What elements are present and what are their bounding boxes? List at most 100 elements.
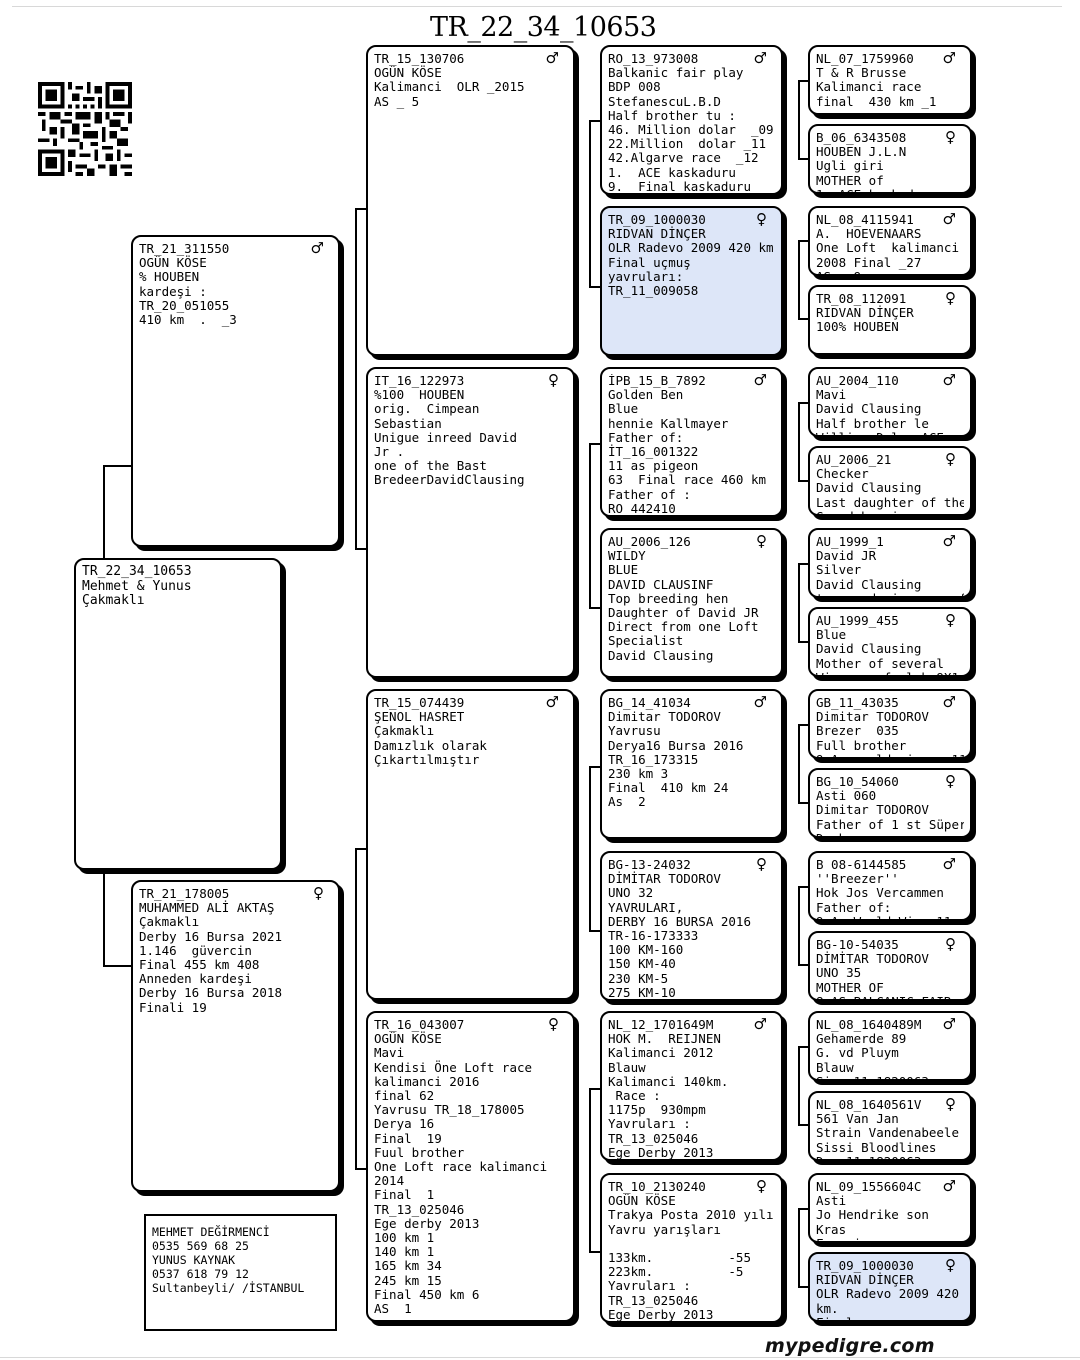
pedigree-card-ggp-4[interactable]: AU_2006_126 WILDY BLUE DAVID CLAUSINF To… <box>600 528 783 678</box>
connector-line <box>103 872 105 966</box>
connector-line <box>798 886 800 966</box>
connector-line <box>589 766 591 932</box>
card-text: NL_08_1640489M Gehamerde 89 G. vd Pluym … <box>816 1018 936 1079</box>
pedigree-card-ggp-5[interactable]: BG_14_41034 Dimitar TODOROV Yavrusu Dery… <box>600 689 783 839</box>
card-text: NL_09_1556604C Asti Jo Hendrike son Kras… <box>816 1180 929 1241</box>
pedigree-card-g5-11[interactable]: B 08-6144585 ''Breezer'' Hok Jos Vercamm… <box>808 851 972 921</box>
pedigree-card-g5-2[interactable]: B_06_6343508 HOUBEN J.L.N Ugli giri MOTH… <box>808 124 972 194</box>
qr-code-icon <box>38 82 132 176</box>
pedigree-card-ggp-3[interactable]: İPB_15_B_7892 Golden Ben Blue hennie Kal… <box>600 367 783 517</box>
card-text: NL_08_4115941 A. HOEVENAARS One Loft kal… <box>816 213 959 274</box>
card-text: TR_09_1000030 RIDVAN DİNÇER OLR Radevo 2… <box>608 213 775 299</box>
pedigree-card-grandparent-3[interactable]: TR_15_074439 ŞENOL HASRET Çakmaklı Damız… <box>366 689 575 1000</box>
pedigree-card-g5-3[interactable]: NL_08_4115941 A. HOEVENAARS One Loft kal… <box>808 206 972 276</box>
pedigree-card-ggp-2[interactable]: TR_09_1000030 RIDVAN DİNÇER OLR Radevo 2… <box>600 206 783 356</box>
connector-line <box>589 1088 591 1253</box>
connector-line <box>798 402 800 482</box>
pedigree-card-g5-10[interactable]: BG_10_54060 Asti 060 Dimitar TODOROV Fat… <box>808 768 972 838</box>
female-symbol-icon: ♀ <box>756 210 767 228</box>
connector-line <box>798 80 808 82</box>
card-text: TR_09_1000030 RIDVAN DİNÇER OLR Radevo 2… <box>816 1259 959 1320</box>
male-symbol-icon: ♂ <box>942 855 956 873</box>
card-text: TR_10_2130240 OGÜN KÖSE Trakya Posta 201… <box>608 1180 774 1322</box>
male-symbol-icon: ♂ <box>753 693 767 711</box>
female-symbol-icon: ♀ <box>945 935 956 953</box>
card-text: AU_1999_1 David JR Silver David Clausing… <box>816 535 964 596</box>
pedigree-card-g5-8[interactable]: AU_1999_455 Blue David Clausing Mother o… <box>808 607 972 677</box>
connector-line <box>355 548 366 550</box>
connector-line <box>589 1251 600 1253</box>
card-text: BG_10_54060 Asti 060 Dimitar TODOROV Fat… <box>816 775 964 836</box>
female-symbol-icon: ♀ <box>548 1015 559 1033</box>
page-title: TR_22_34_10653 <box>430 12 657 43</box>
pedigree-card-grandparent-2[interactable]: IT_16_122973 %100 HOUBEN orig. Cimpean S… <box>366 367 575 678</box>
male-symbol-icon: ♂ <box>310 239 324 257</box>
pedigree-card-ggp-8[interactable]: TR_10_2130240 OGÜN KÖSE Trakya Posta 201… <box>600 1173 783 1323</box>
female-symbol-icon: ♀ <box>945 1256 956 1274</box>
connector-line <box>355 208 366 210</box>
male-symbol-icon: ♂ <box>942 49 956 67</box>
card-text: TR_15_130706 OGÜN KÖSE Kalimanci OLR _20… <box>374 52 525 109</box>
bottom-divider <box>0 1357 1080 1358</box>
connector-line <box>103 465 131 467</box>
male-symbol-icon: ♂ <box>942 1015 956 1033</box>
pedigree-card-ggp-1[interactable]: RO_13_973008 Balkanic fair play BDP 008 … <box>600 45 783 195</box>
pedigree-card-sire[interactable]: TR_21_311550 OGÜN KÖSE % HOUBEN kardeşi … <box>131 235 340 547</box>
connector-line <box>798 402 808 404</box>
card-text: B_06_6343508 HOUBEN J.L.N Ugli giri MOTH… <box>816 131 936 192</box>
pedigree-card-g5-12[interactable]: BG-10-54035 DİMİTAR TODOROV UNO 35 MOTHE… <box>808 931 972 1001</box>
connector-line <box>355 208 357 550</box>
pedigree-card-ggp-7[interactable]: NL_12_1701649M HOK M. REIJNEN Kalimanci … <box>600 1011 783 1161</box>
pedigree-card-grandparent-1[interactable]: TR_15_130706 OGÜN KÖSE Kalimanci OLR _20… <box>366 45 575 356</box>
pedigree-card-g5-14[interactable]: NL_08_1640561V 561 Van Jan Strain Vanden… <box>808 1091 972 1161</box>
pedigree-card-g5-1[interactable]: NL_07_1759960 T & R Brusse Kalimanci rac… <box>808 45 972 115</box>
connector-line <box>103 465 105 559</box>
female-symbol-icon: ♀ <box>548 371 559 389</box>
card-text: İPB_15_B_7892 Golden Ben Blue hennie Kal… <box>608 374 767 516</box>
pedigree-card-ggp-6[interactable]: BG-13-24032 DİMİTAR TODOROV UNO 32 YAVRU… <box>600 851 783 1001</box>
pedigree-card-g5-7[interactable]: AU_1999_1 David JR Silver David Clausing… <box>808 528 972 598</box>
female-symbol-icon: ♀ <box>945 1095 956 1113</box>
connector-line <box>798 1208 800 1288</box>
pedigree-card-g5-9[interactable]: GB_11_43035 Dimitar TODOROV Brezer 035 F… <box>808 689 972 759</box>
pedigree-card-g5-6[interactable]: AU_2006_21 Checker David Clausing Last d… <box>808 446 972 516</box>
pedigree-card-g5-5[interactable]: AU_2004_110 Mavi David Clausing Half bro… <box>808 367 972 437</box>
card-text: AU_2006_126 WILDY BLUE DAVID CLAUSINF To… <box>608 535 759 663</box>
male-symbol-icon: ♂ <box>942 532 956 550</box>
card-text: GB_11_43035 Dimitar TODOROV Brezer 035 F… <box>816 696 964 757</box>
connector-line <box>798 886 808 888</box>
pedigree-card-dam[interactable]: TR_21_178005 MUHAMMED ALİ AKTAŞ Çakmaklı… <box>131 880 340 1192</box>
male-symbol-icon: ♂ <box>753 1015 767 1033</box>
male-symbol-icon: ♂ <box>753 371 767 389</box>
female-symbol-icon: ♀ <box>945 289 956 307</box>
female-symbol-icon: ♀ <box>756 1177 767 1195</box>
card-text: NL_08_1640561V 561 Van Jan Strain Vanden… <box>816 1098 959 1159</box>
female-symbol-icon: ♀ <box>756 532 767 550</box>
pedigree-card-g5-15[interactable]: NL_09_1556604C Asti Jo Hendrike son Kras… <box>808 1173 972 1243</box>
card-text: BG_14_41034 Dimitar TODOROV Yavrusu Dery… <box>608 696 744 810</box>
card-text: RO_13_973008 Balkanic fair play BDP 008 … <box>608 52 774 194</box>
connector-line <box>798 1046 800 1126</box>
card-text: TR_08_112091 RIDVAN DİNÇER 100% HOUBEN <box>816 292 914 335</box>
connector-line <box>355 1168 366 1170</box>
female-symbol-icon: ♀ <box>945 772 956 790</box>
pedigree-card-g5-4[interactable]: TR_08_112091 RIDVAN DİNÇER 100% HOUBEN ♀ <box>808 285 972 355</box>
pedigree-card-g5-13[interactable]: NL_08_1640489M Gehamerde 89 G. vd Pluym … <box>808 1011 972 1081</box>
pedigree-card-g5-16[interactable]: TR_09_1000030 RIDVAN DİNÇER OLR Radevo 2… <box>808 1252 972 1322</box>
connector-line <box>103 965 131 967</box>
connector-line <box>798 1124 808 1126</box>
contact-info-box: MEHMET DEĞİRMENCİ 0535 569 68 25 YUNUS K… <box>144 1214 337 1331</box>
footer-brand[interactable]: mypedigre.com <box>765 1335 935 1357</box>
female-symbol-icon: ♀ <box>313 884 324 902</box>
pedigree-card-subject[interactable]: TR_22_34_10653 Mehmet & Yunus Çakmaklı <box>74 558 282 870</box>
male-symbol-icon: ♂ <box>942 371 956 389</box>
card-text: B 08-6144585 ''Breezer'' Hok Jos Vercamm… <box>816 858 951 919</box>
connector-line <box>798 724 800 804</box>
card-text: BG-10-54035 DİMİTAR TODOROV UNO 35 MOTHE… <box>816 938 951 999</box>
male-symbol-icon: ♂ <box>942 210 956 228</box>
pedigree-card-grandparent-4[interactable]: TR_16_043007 OGÜN KÖSE Mavi Kendisi Öne … <box>366 1011 575 1322</box>
connector-line <box>798 480 808 482</box>
connector-line <box>589 443 600 445</box>
top-divider <box>12 6 1062 7</box>
connector-line <box>798 1046 808 1048</box>
